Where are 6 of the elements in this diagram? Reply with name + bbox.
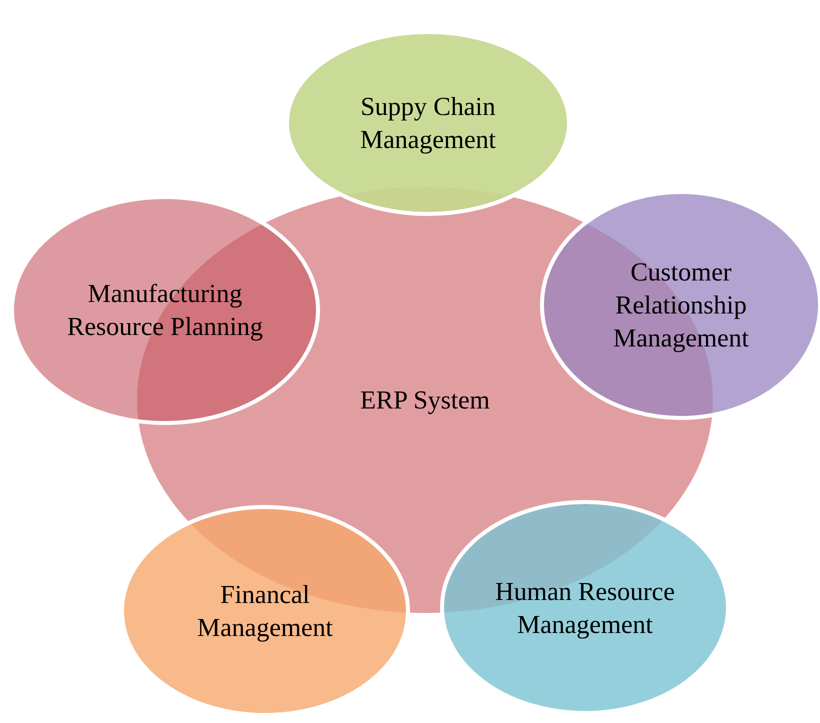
node-label: Manufacturing Resource Planning bbox=[66, 278, 264, 343]
node-label: ERP System bbox=[359, 384, 491, 416]
node-label: Human Resource Management bbox=[494, 576, 676, 640]
node-label: Financal Management bbox=[196, 579, 334, 644]
node-label: Suppy Chain Management bbox=[359, 91, 497, 156]
node-label: Customer Relationship Management bbox=[612, 256, 750, 354]
